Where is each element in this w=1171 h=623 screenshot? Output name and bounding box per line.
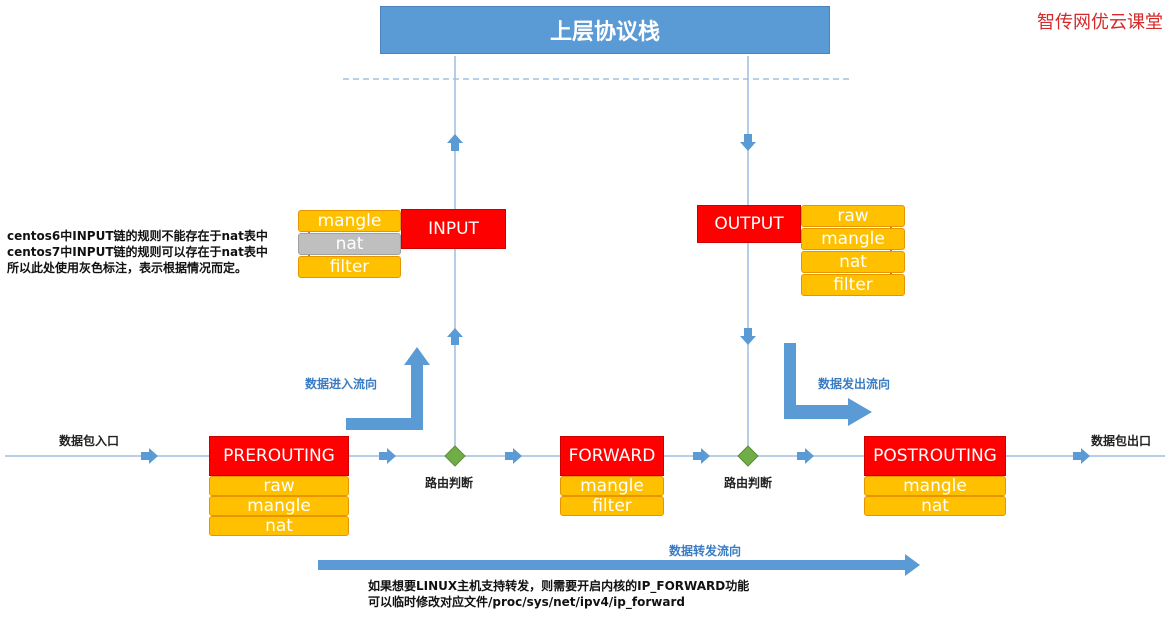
arrow-right-icon [693,448,710,464]
inbound-flow-label: 数据进入流向 [305,377,378,391]
table-forward-mangle: mangle [560,476,664,496]
route-decision-diamond-2 [737,445,759,467]
table-output-filter: filter [801,274,905,296]
table-output-mangle: mangle [801,228,905,250]
forward-flow-label: 数据转发流向 [669,544,742,558]
upper-protocol-stack: 上层协议栈 [380,6,830,54]
table-input-nat: nat [298,233,401,255]
note-line: 所以此处使用灰色标注，表示根据情况而定。 [7,261,248,275]
table-forward-filter: filter [560,496,664,516]
chain-output: OUTPUT [697,205,801,243]
table-prerouting-nat: nat [209,516,349,536]
ip-forward-note: 如果想要LINUX主机支持转发，则需要开启内核的IP_FORWARD功能 可以临… [368,578,749,610]
chain-postrouting: POSTROUTING [864,436,1006,476]
route-decision-diamond-1 [444,445,466,467]
chain-forward: FORWARD [560,436,664,476]
arrow-right-icon [141,448,158,464]
note-line: centos6中INPUT链的规则不能存在于nat表中 [7,229,268,243]
arrow-right-icon [797,448,814,464]
chain-prerouting: PREROUTING [209,436,349,476]
arrow-down-icon [740,328,756,345]
input-nat-note: centos6中INPUT链的规则不能存在于nat表中 centos7中INPU… [7,228,268,276]
inbound-flow-arrow [346,347,430,430]
brand-watermark: 智传网优云课堂 [1037,12,1163,33]
arrow-right-icon [505,448,522,464]
route-decision-label-1: 路由判断 [425,476,474,490]
table-postrouting-nat: nat [864,496,1006,516]
table-input-mangle: mangle [298,210,401,232]
table-prerouting-mangle: mangle [209,496,349,516]
table-prerouting-raw: raw [209,476,349,496]
arrow-down-icon [740,134,756,151]
outbound-flow-arrow [784,343,872,426]
table-input-filter: filter [298,256,401,278]
packet-in-label: 数据包入口 [59,434,120,448]
route-decision-label-2: 路由判断 [724,476,773,490]
arrow-up-icon [447,134,463,151]
note-line: centos7中INPUT链的规则可以存在于nat表中 [7,245,268,259]
packet-out-label: 数据包出口 [1091,434,1152,448]
chain-input: INPUT [401,209,506,249]
table-postrouting-mangle: mangle [864,476,1006,496]
forward-flow-arrow [318,554,920,576]
arrow-up-icon [447,328,463,345]
table-output-nat: nat [801,251,905,273]
table-output-raw: raw [801,205,905,227]
arrow-right-icon [1073,448,1090,464]
arrow-right-icon [379,448,396,464]
note-line: 可以临时修改对应文件/proc/sys/net/ipv4/ip_forward [368,595,685,609]
note-line: 如果想要LINUX主机支持转发，则需要开启内核的IP_FORWARD功能 [368,579,750,593]
outbound-flow-label: 数据发出流向 [818,377,891,391]
